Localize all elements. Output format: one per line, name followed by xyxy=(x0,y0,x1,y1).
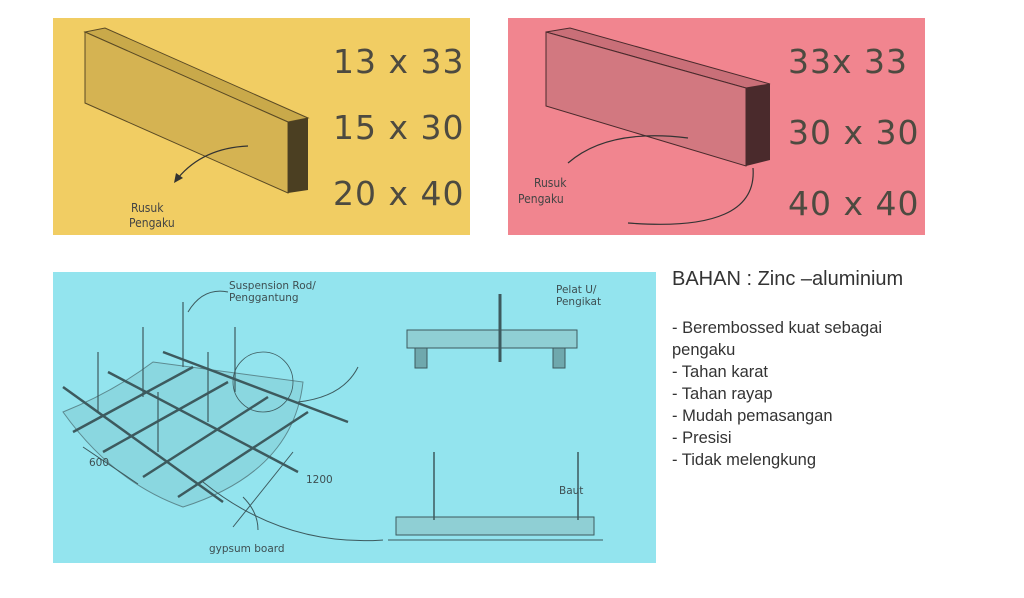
pengaku-label: Pengaku xyxy=(518,192,564,206)
feature-item: - Berembossed kuat sebagai pengaku xyxy=(672,319,883,359)
feature-item: - Tidak melengkung xyxy=(672,451,816,469)
feature-item: - Tahan karat xyxy=(672,363,769,381)
beam-illustration xyxy=(545,27,771,225)
dimension-1200: 1200 xyxy=(306,474,333,486)
ceiling-diagram-panel: Suspension Rod/ Penggantung Pelat U/ Pen… xyxy=(53,272,656,563)
baut-label: Baut xyxy=(559,485,584,497)
material-description: BAHAN : Zinc –aluminium - Berembossed ku… xyxy=(672,268,932,471)
material-title: BAHAN : Zinc –aluminium xyxy=(672,268,904,290)
feature-item: - Tahan rayap xyxy=(672,385,773,403)
dimension-600: 600 xyxy=(89,457,110,469)
feature-item: - Mudah pemasangan xyxy=(672,407,833,425)
penggantung-label: Penggantung xyxy=(229,292,299,304)
rusuk-label: Rusuk xyxy=(131,201,164,215)
ceiling-frame-diagram xyxy=(62,290,603,542)
suspension-rod-label: Suspension Rod/ xyxy=(229,280,316,292)
gypsum-board-label: gypsum board xyxy=(209,543,285,555)
pengikat-label: Pengikat xyxy=(556,296,602,308)
size-label: 20 x 40 xyxy=(333,174,465,213)
size-label: 13 x 33 xyxy=(333,42,465,81)
size-label: 30 x 30 xyxy=(788,113,920,152)
beam-illustration xyxy=(83,27,310,194)
size-label: 33x 33 xyxy=(788,42,909,81)
size-label: 15 x 30 xyxy=(333,108,465,147)
feature-item: - Presisi xyxy=(672,429,732,447)
rusuk-label: Rusuk xyxy=(534,176,567,190)
yellow-profile-panel: 13 x 33 15 x 30 20 x 40 Rusuk Pengaku xyxy=(53,18,470,235)
pengaku-label: Pengaku xyxy=(129,216,175,230)
size-label: 40 x 40 xyxy=(788,184,920,223)
pink-profile-panel: 33x 33 30 x 30 40 x 40 Rusuk Pengaku xyxy=(508,18,925,235)
pelat-u-label: Pelat U/ xyxy=(556,284,597,296)
